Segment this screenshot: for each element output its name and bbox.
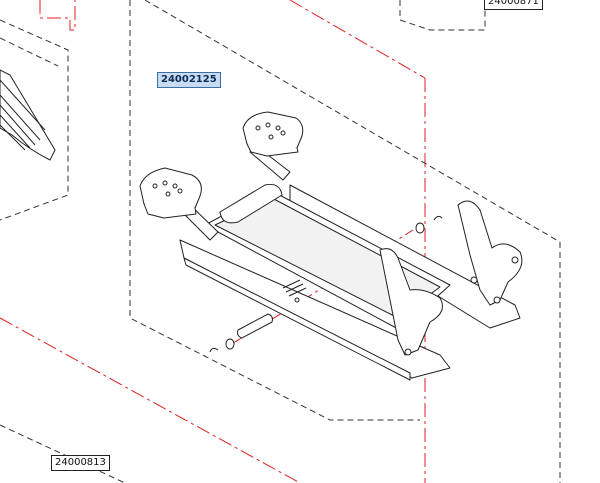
frame-bottom-left-diagonal <box>0 424 126 483</box>
part-number-bottom-left[interactable]: 24000813 <box>51 455 110 471</box>
part-number-top-right[interactable]: 24000871 <box>484 0 543 10</box>
washer-rear <box>415 222 425 234</box>
frame-left-unit <box>0 19 69 221</box>
red-boundary-lower <box>0 317 301 483</box>
part-number-main-assembly[interactable]: 24002125 <box>157 72 221 88</box>
frame-main-top-diagonal <box>144 0 561 243</box>
black-dashed-frames <box>0 0 561 483</box>
clip-rear <box>433 215 443 221</box>
pedal-assembly <box>139 111 523 381</box>
cross-tube <box>219 184 283 224</box>
frame-main-assembly <box>129 0 420 421</box>
frame-top-right-unit <box>399 0 486 31</box>
clip-front <box>209 347 219 353</box>
front-bracket <box>379 248 443 356</box>
pedal-holes <box>152 122 286 197</box>
red-boundary-diagonal-top <box>289 0 426 79</box>
small-pin <box>294 297 300 303</box>
pivot-pin <box>237 313 273 339</box>
frame-left-diagonal-2 <box>0 37 59 67</box>
spring <box>282 279 307 297</box>
washer-front <box>225 338 235 350</box>
left-partial-unit <box>0 69 56 161</box>
left-unit-arm <box>0 69 56 161</box>
rear-bracket <box>457 200 523 306</box>
pin-and-washers <box>209 215 443 353</box>
red-boundary-top <box>39 0 76 31</box>
